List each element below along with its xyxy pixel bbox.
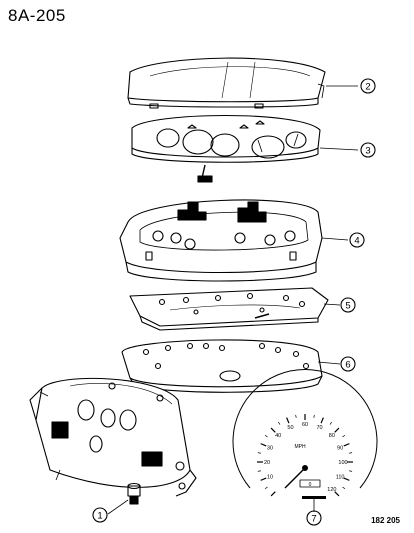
callout-1: 1 <box>92 507 108 523</box>
callout-2: 2 <box>360 78 376 94</box>
page-number: 8A-205 <box>8 6 66 25</box>
callout-3: 3 <box>360 142 376 158</box>
speedometer-tick <box>278 421 281 425</box>
speedometer-tick <box>334 491 340 497</box>
speedometer-tick <box>257 452 261 454</box>
cluster-housing <box>119 199 323 282</box>
speedometer-tick <box>329 421 332 425</box>
callout-leaders <box>107 85 359 515</box>
circuit-board <box>129 287 329 331</box>
speedometer-tick <box>257 470 261 472</box>
cluster-mask <box>131 115 321 183</box>
speedometer-tick <box>320 417 324 424</box>
speedometer-scale-label: 100 <box>338 460 347 466</box>
speedometer-tick <box>260 443 267 447</box>
speedometer-scale-label: 50 <box>287 425 293 431</box>
svg-text:7: 7 <box>311 514 316 525</box>
speedometer-scale-label: 70 <box>316 425 322 431</box>
speedometer-tick <box>313 414 315 418</box>
speedometer-tick <box>270 491 276 497</box>
callouts: 2 3 4 5 6 1 7 <box>92 78 376 526</box>
svg-text:2: 2 <box>365 82 370 93</box>
speedometer-scale-label: 110 <box>336 475 345 481</box>
speedometer-tick <box>349 452 353 454</box>
speedometer-scale-label: 10 <box>267 475 273 481</box>
speedometer-tick <box>295 414 297 418</box>
speedometer-tick <box>342 435 346 438</box>
svg-text:3: 3 <box>365 146 370 157</box>
speedometer-tick <box>334 427 340 433</box>
callout-5: 5 <box>340 297 356 313</box>
speedometer-tick <box>343 477 350 481</box>
cluster-lens <box>127 57 326 109</box>
callout-6: 6 <box>340 356 356 372</box>
bulb-socket <box>127 482 141 505</box>
cluster-rear-assembly <box>29 377 197 497</box>
svg-text:4: 4 <box>354 236 359 247</box>
speedometer-tick <box>286 417 290 424</box>
speedometer-scale-label: 30 <box>267 445 273 451</box>
speedometer-scale-label: 60 <box>302 422 308 428</box>
cluster-back-plate <box>121 339 323 393</box>
speedometer-scale-label: 80 <box>329 433 335 439</box>
odometer: 0 <box>309 482 312 488</box>
speedometer-unit: MPH <box>294 444 306 450</box>
speedometer-scale-label: 40 <box>275 433 281 439</box>
speedometer-tick <box>264 435 268 438</box>
svg-text:1: 1 <box>97 511 102 522</box>
speedometer-scale-label: 20 <box>264 460 270 466</box>
speedometer-tick <box>343 443 350 447</box>
speedometer-tick <box>342 486 346 489</box>
callout-4: 4 <box>349 232 365 248</box>
svg-text:6: 6 <box>345 360 350 371</box>
speedometer-tick <box>260 477 267 481</box>
svg-text:5: 5 <box>345 301 350 312</box>
speedometer-ticks <box>257 414 353 497</box>
speedometer-scale-label: 90 <box>337 445 343 451</box>
speedometer-tick <box>270 427 276 433</box>
figure-code: 182 205 <box>371 516 400 525</box>
speedometer-tick <box>349 470 353 472</box>
callout-7: 7 <box>306 510 322 526</box>
speedometer-tick <box>264 486 268 489</box>
speedometer-scale-label: 120 <box>327 487 336 493</box>
